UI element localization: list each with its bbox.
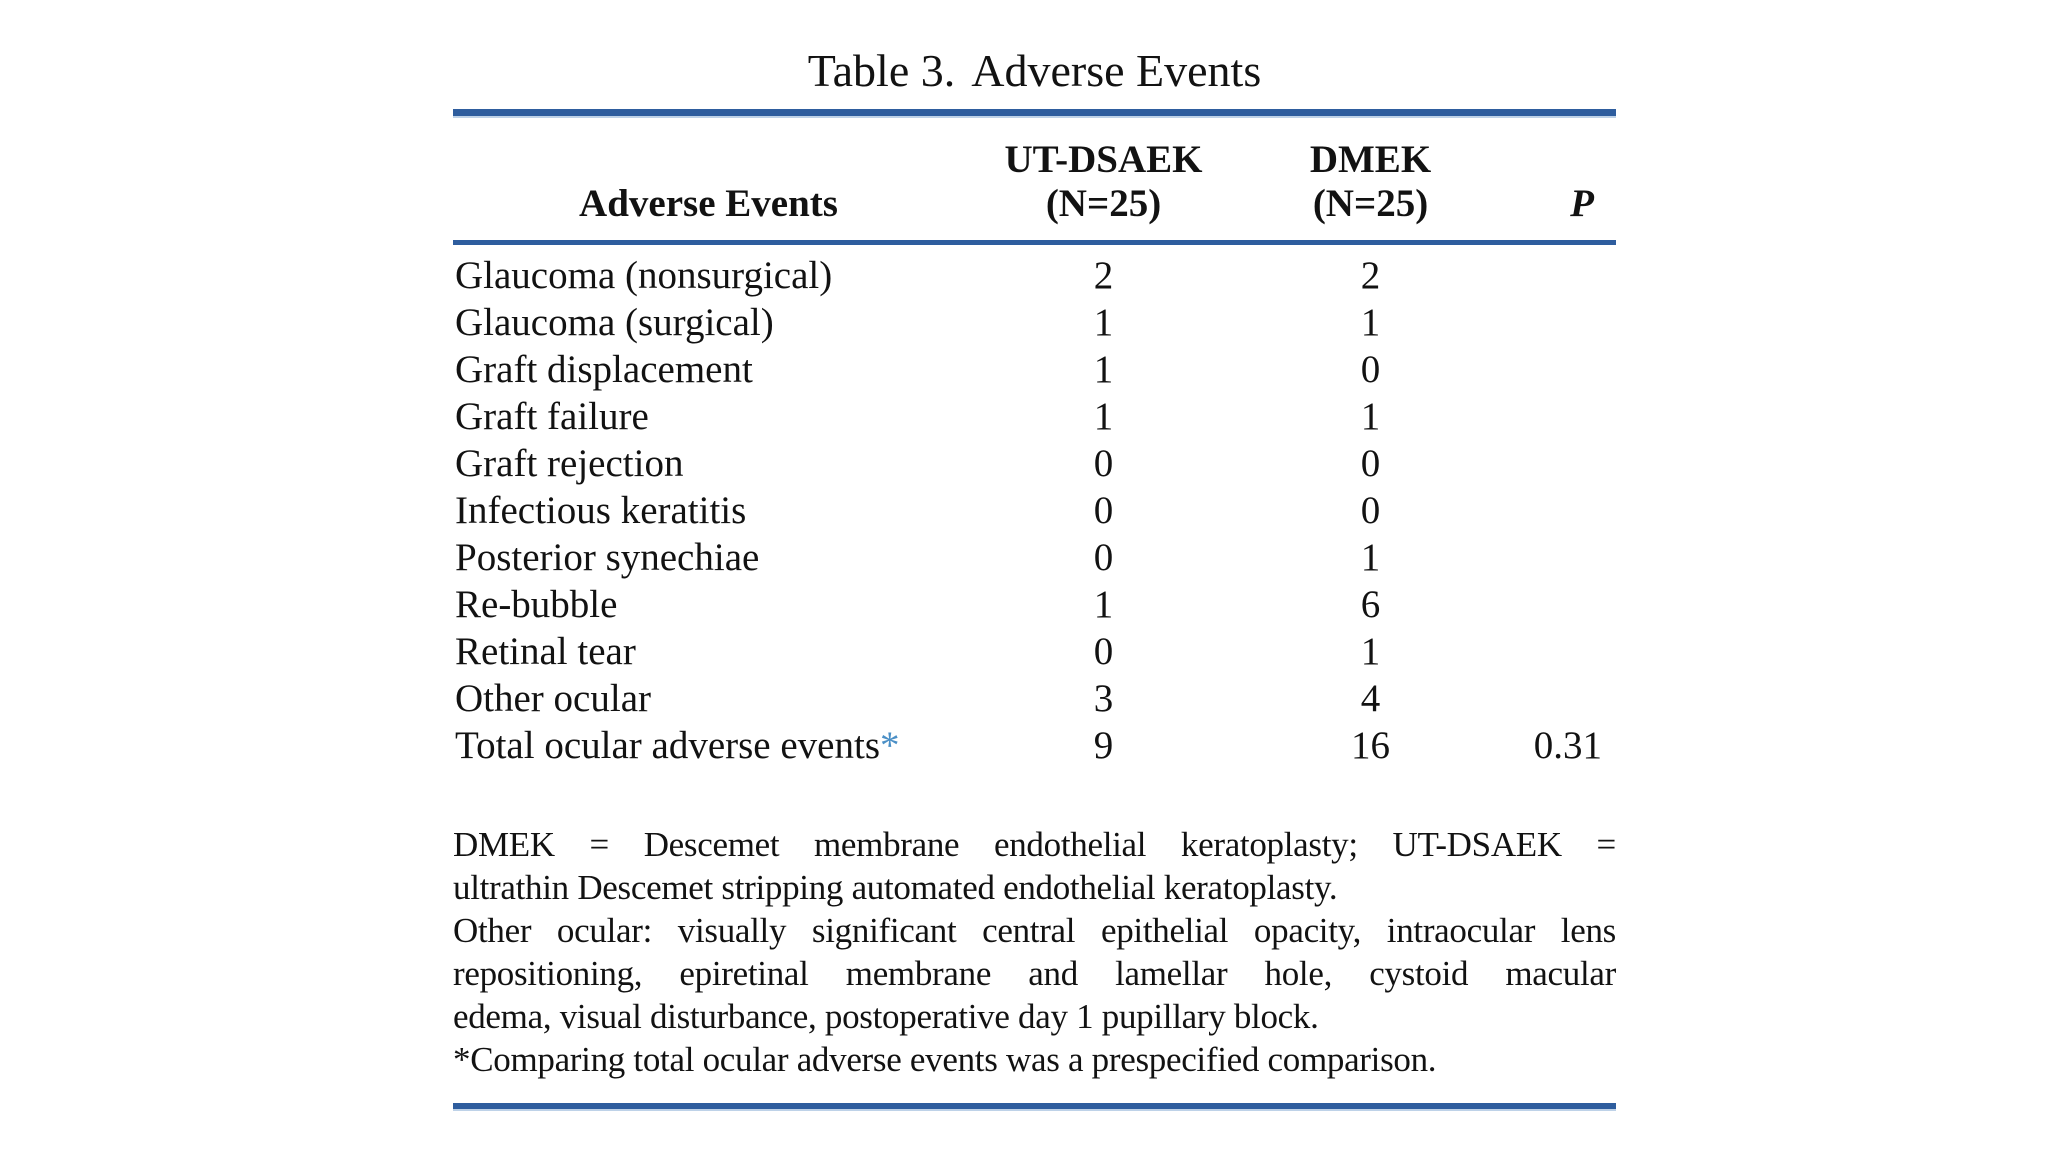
row-label: Retinal tear — [455, 630, 636, 673]
table-row: Posterior synechiae 0 1 — [453, 534, 1616, 581]
ut-dsaek-value: 2 — [1093, 254, 1114, 297]
dmek-value: 0 — [1360, 348, 1381, 391]
p-value — [1498, 628, 1616, 675]
column-header-adverse-events-label: Adverse Events — [579, 182, 838, 225]
row-label: Posterior synechiae — [455, 536, 760, 579]
dmek-value: 4 — [1360, 677, 1381, 720]
dmek-header-line1: DMEK — [1309, 138, 1432, 181]
bottom-rule — [453, 1103, 1616, 1111]
total-row-label: Total ocular adverse events — [455, 724, 881, 767]
table-number: Table 3. — [807, 45, 956, 96]
ut-dsaek-value: 1 — [1093, 395, 1114, 438]
top-rule — [453, 109, 1616, 118]
dmek-value: 0 — [1360, 489, 1381, 532]
dmek-header-line2: (N=25) — [1312, 182, 1429, 225]
dmek-value: 16 — [1351, 724, 1390, 767]
header-row: Adverse Events UT-DSAEK (N=25) DMEK (N=2… — [453, 118, 1616, 245]
table-row: Retinal tear 0 1 — [453, 628, 1616, 675]
column-header-p: P — [1498, 118, 1616, 245]
footnotes: DMEK = Descemet membrane endothelial ker… — [453, 823, 1616, 1081]
row-label: Infectious keratitis — [455, 489, 747, 532]
row-label: Total ocular adverse events* — [453, 722, 964, 769]
table-title: Table 3. Adverse Events — [453, 40, 1616, 102]
dmek-value: 2 — [1360, 254, 1381, 297]
table-row: Graft displacement 1 0 — [453, 346, 1616, 393]
row-label: Other ocular — [455, 677, 651, 720]
ut-dsaek-header-line1: UT-DSAEK — [1004, 138, 1203, 181]
row-label: Glaucoma (nonsurgical) — [455, 254, 833, 297]
footnote-line: Other ocular: visually significant centr… — [453, 911, 1616, 950]
p-value — [1498, 581, 1616, 628]
table-header: Adverse Events UT-DSAEK (N=25) DMEK (N=2… — [453, 118, 1616, 245]
column-header-adverse-events: Adverse Events — [453, 118, 964, 245]
p-value — [1498, 393, 1616, 440]
table-row: Glaucoma (surgical) 1 1 — [453, 299, 1616, 346]
table-title-text: Adverse Events — [971, 45, 1262, 96]
footnote-line: edema, visual disturbance, postoperative… — [453, 997, 1319, 1036]
p-value — [1498, 440, 1616, 487]
table-row: Glaucoma (nonsurgical) 2 2 — [453, 243, 1616, 300]
ut-dsaek-value: 1 — [1093, 583, 1114, 626]
dmek-value: 1 — [1360, 630, 1381, 673]
p-value — [1498, 243, 1616, 300]
dmek-value: 1 — [1360, 395, 1381, 438]
ut-dsaek-value: 0 — [1093, 489, 1114, 532]
ut-dsaek-value: 3 — [1093, 677, 1114, 720]
p-header-label: P — [1570, 182, 1594, 225]
p-value — [1498, 299, 1616, 346]
dmek-value: 1 — [1360, 536, 1381, 579]
table-row: Re-bubble 1 6 — [453, 581, 1616, 628]
footnote-line: DMEK = Descemet membrane endothelial ker… — [453, 825, 1616, 864]
ut-dsaek-value: 1 — [1093, 348, 1114, 391]
ut-dsaek-value: 0 — [1093, 442, 1114, 485]
footnote-line: ultrathin Descemet stripping automated e… — [453, 868, 1338, 907]
row-label: Graft rejection — [455, 442, 684, 485]
p-value: 0.31 — [1533, 724, 1602, 767]
table-row: Graft rejection 0 0 — [453, 440, 1616, 487]
p-value — [1498, 487, 1616, 534]
ut-dsaek-value: 0 — [1093, 536, 1114, 579]
row-label: Graft failure — [455, 395, 649, 438]
table-row: Other ocular 3 4 — [453, 675, 1616, 722]
dmek-value: 1 — [1360, 301, 1381, 344]
footnote-line: repositioning, epiretinal membrane and l… — [453, 954, 1616, 993]
ut-dsaek-header-line2: (N=25) — [1045, 182, 1162, 225]
table-body: Glaucoma (nonsurgical) 2 2 Glaucoma (sur… — [453, 243, 1616, 770]
dmek-value: 0 — [1360, 442, 1381, 485]
p-value — [1498, 675, 1616, 722]
ut-dsaek-value: 9 — [1093, 724, 1114, 767]
column-header-dmek: DMEK (N=25) — [1243, 118, 1498, 245]
adverse-events-table: Adverse Events UT-DSAEK (N=25) DMEK (N=2… — [453, 118, 1616, 769]
table-row: Infectious keratitis 0 0 — [453, 487, 1616, 534]
table-row-total: Total ocular adverse events* 9 16 0.31 — [453, 722, 1616, 769]
row-label: Re-bubble — [455, 583, 618, 626]
table-figure: Table 3. Adverse Events Adverse Events UT… — [453, 0, 1616, 1111]
ut-dsaek-value: 1 — [1093, 301, 1114, 344]
p-value — [1498, 534, 1616, 581]
p-value — [1498, 346, 1616, 393]
dmek-value: 6 — [1360, 583, 1381, 626]
table-row: Graft failure 1 1 — [453, 393, 1616, 440]
row-label: Glaucoma (surgical) — [455, 301, 774, 344]
column-header-ut-dsaek: UT-DSAEK (N=25) — [964, 118, 1243, 245]
footnote-line: *Comparing total ocular adverse events w… — [453, 1040, 1437, 1079]
row-label: Graft displacement — [455, 348, 753, 391]
ut-dsaek-value: 0 — [1093, 630, 1114, 673]
footnote-asterisk: * — [880, 724, 900, 767]
